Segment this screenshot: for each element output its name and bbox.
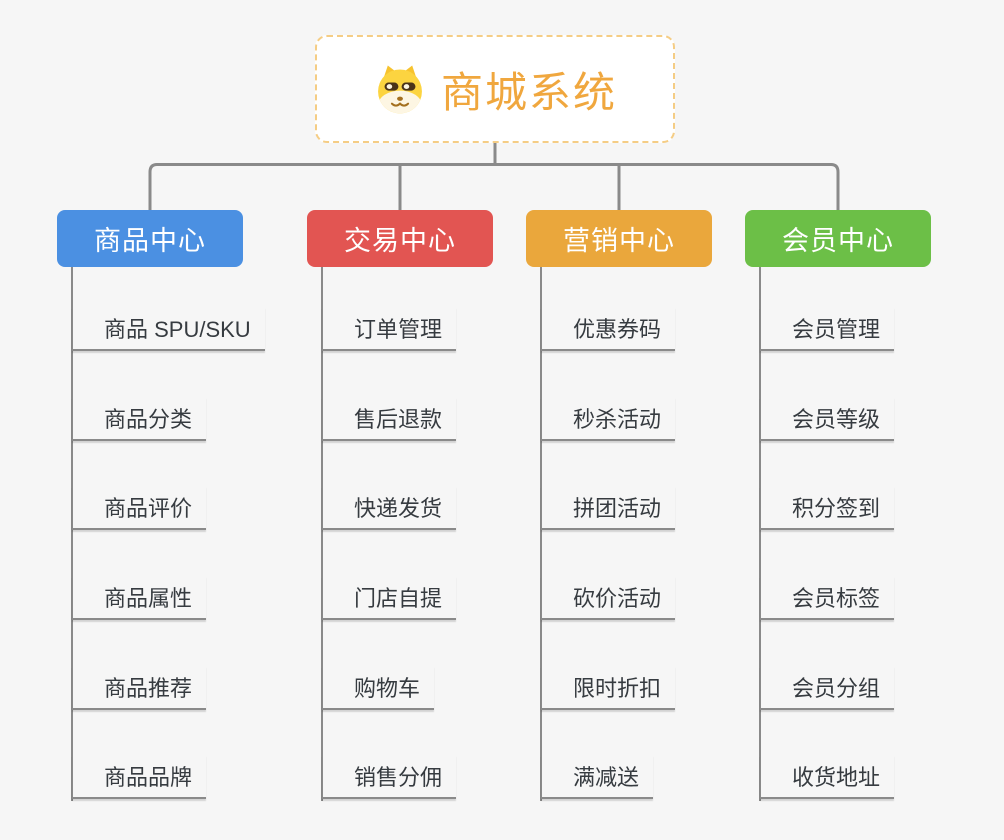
node-item-label: 商品品牌 xyxy=(104,765,193,790)
node-item[interactable]: 砍价活动 xyxy=(541,576,676,620)
node-item[interactable]: 商品 SPU/SKU xyxy=(72,307,265,351)
node-item[interactable]: 商品评价 xyxy=(72,486,207,530)
node-item-label: 商品评价 xyxy=(104,496,193,521)
node-item[interactable]: 收货地址 xyxy=(760,755,895,799)
node-item-label: 积分签到 xyxy=(792,496,881,521)
branch-header-member-center[interactable]: 会员中心 xyxy=(745,210,931,267)
node-item-label: 限时折扣 xyxy=(573,676,662,701)
node-item[interactable]: 会员分组 xyxy=(760,666,895,710)
node-item-label: 收货地址 xyxy=(792,765,881,790)
branch-rail-line xyxy=(148,163,840,210)
node-item[interactable]: 售后退款 xyxy=(322,397,457,441)
root-node[interactable]: 商城系统 xyxy=(315,35,675,143)
node-item-label: 商品 SPU/SKU xyxy=(104,317,251,342)
node-item-label: 购物车 xyxy=(354,676,421,701)
node-item-label: 门店自提 xyxy=(354,586,443,611)
node-item-label: 会员标签 xyxy=(792,586,881,611)
node-item[interactable]: 限时折扣 xyxy=(541,666,676,710)
node-item-label: 拼团活动 xyxy=(573,496,662,521)
node-item[interactable]: 秒杀活动 xyxy=(541,397,676,441)
branch-header-marketing-center[interactable]: 营销中心 xyxy=(526,210,712,267)
node-item[interactable]: 商品品牌 xyxy=(72,755,207,799)
node-item-label: 会员等级 xyxy=(792,407,881,432)
node-item[interactable]: 会员标签 xyxy=(760,576,895,620)
node-item[interactable]: 商品分类 xyxy=(72,397,207,441)
node-item-label: 售后退款 xyxy=(354,407,443,432)
node-item[interactable]: 订单管理 xyxy=(322,307,457,351)
node-item-label: 砍价活动 xyxy=(573,586,662,611)
node-item-label: 会员管理 xyxy=(792,317,881,342)
branch-header-trade-center[interactable]: 交易中心 xyxy=(307,210,493,267)
node-item[interactable]: 积分签到 xyxy=(760,486,895,530)
node-item[interactable]: 购物车 xyxy=(322,666,435,710)
node-item-label: 商品推荐 xyxy=(104,676,193,701)
branch-header-product-center[interactable]: 商品中心 xyxy=(57,210,243,267)
node-item-label: 会员分组 xyxy=(792,676,881,701)
branch-marketing-center: 营销中心 优惠券码 秒杀活动 拼团活动 砍价活动 限时折扣 满减送 xyxy=(526,210,776,820)
node-item-label: 商品属性 xyxy=(104,586,193,611)
node-item-label: 销售分佣 xyxy=(354,765,443,790)
node-item[interactable]: 会员管理 xyxy=(760,307,895,351)
branch-trunk-line xyxy=(71,267,73,801)
branch-member-center: 会员中心 会员管理 会员等级 积分签到 会员标签 会员分组 收货地址 xyxy=(745,210,995,820)
node-item[interactable]: 商品属性 xyxy=(72,576,207,620)
node-item[interactable]: 门店自提 xyxy=(322,576,457,620)
branch-trunk-line xyxy=(321,267,323,801)
node-item-label: 订单管理 xyxy=(354,317,443,342)
node-item-label: 商品分类 xyxy=(104,407,193,432)
node-item-label: 满减送 xyxy=(573,765,640,790)
node-item[interactable]: 快递发货 xyxy=(322,486,457,530)
root-title: 商城系统 xyxy=(440,68,617,116)
node-item-label: 快递发货 xyxy=(354,496,443,521)
node-item[interactable]: 商品推荐 xyxy=(72,666,207,710)
branch-product-center: 商品中心 商品 SPU/SKU 商品分类 商品评价 商品属性 商品推荐 商品品牌 xyxy=(57,210,307,820)
branch-trunk-line xyxy=(540,267,542,801)
node-item[interactable]: 销售分佣 xyxy=(322,755,457,799)
node-item[interactable]: 满减送 xyxy=(541,755,654,799)
branch-trade-center: 交易中心 订单管理 售后退款 快递发货 门店自提 购物车 销售分佣 xyxy=(307,210,557,820)
node-item[interactable]: 会员等级 xyxy=(760,397,895,441)
dog-icon xyxy=(378,65,422,114)
node-item-label: 优惠券码 xyxy=(573,317,662,342)
node-item[interactable]: 拼团活动 xyxy=(541,486,676,530)
node-item[interactable]: 优惠券码 xyxy=(541,307,676,351)
branch-trunk-line xyxy=(759,267,761,801)
node-item-label: 秒杀活动 xyxy=(573,407,662,432)
